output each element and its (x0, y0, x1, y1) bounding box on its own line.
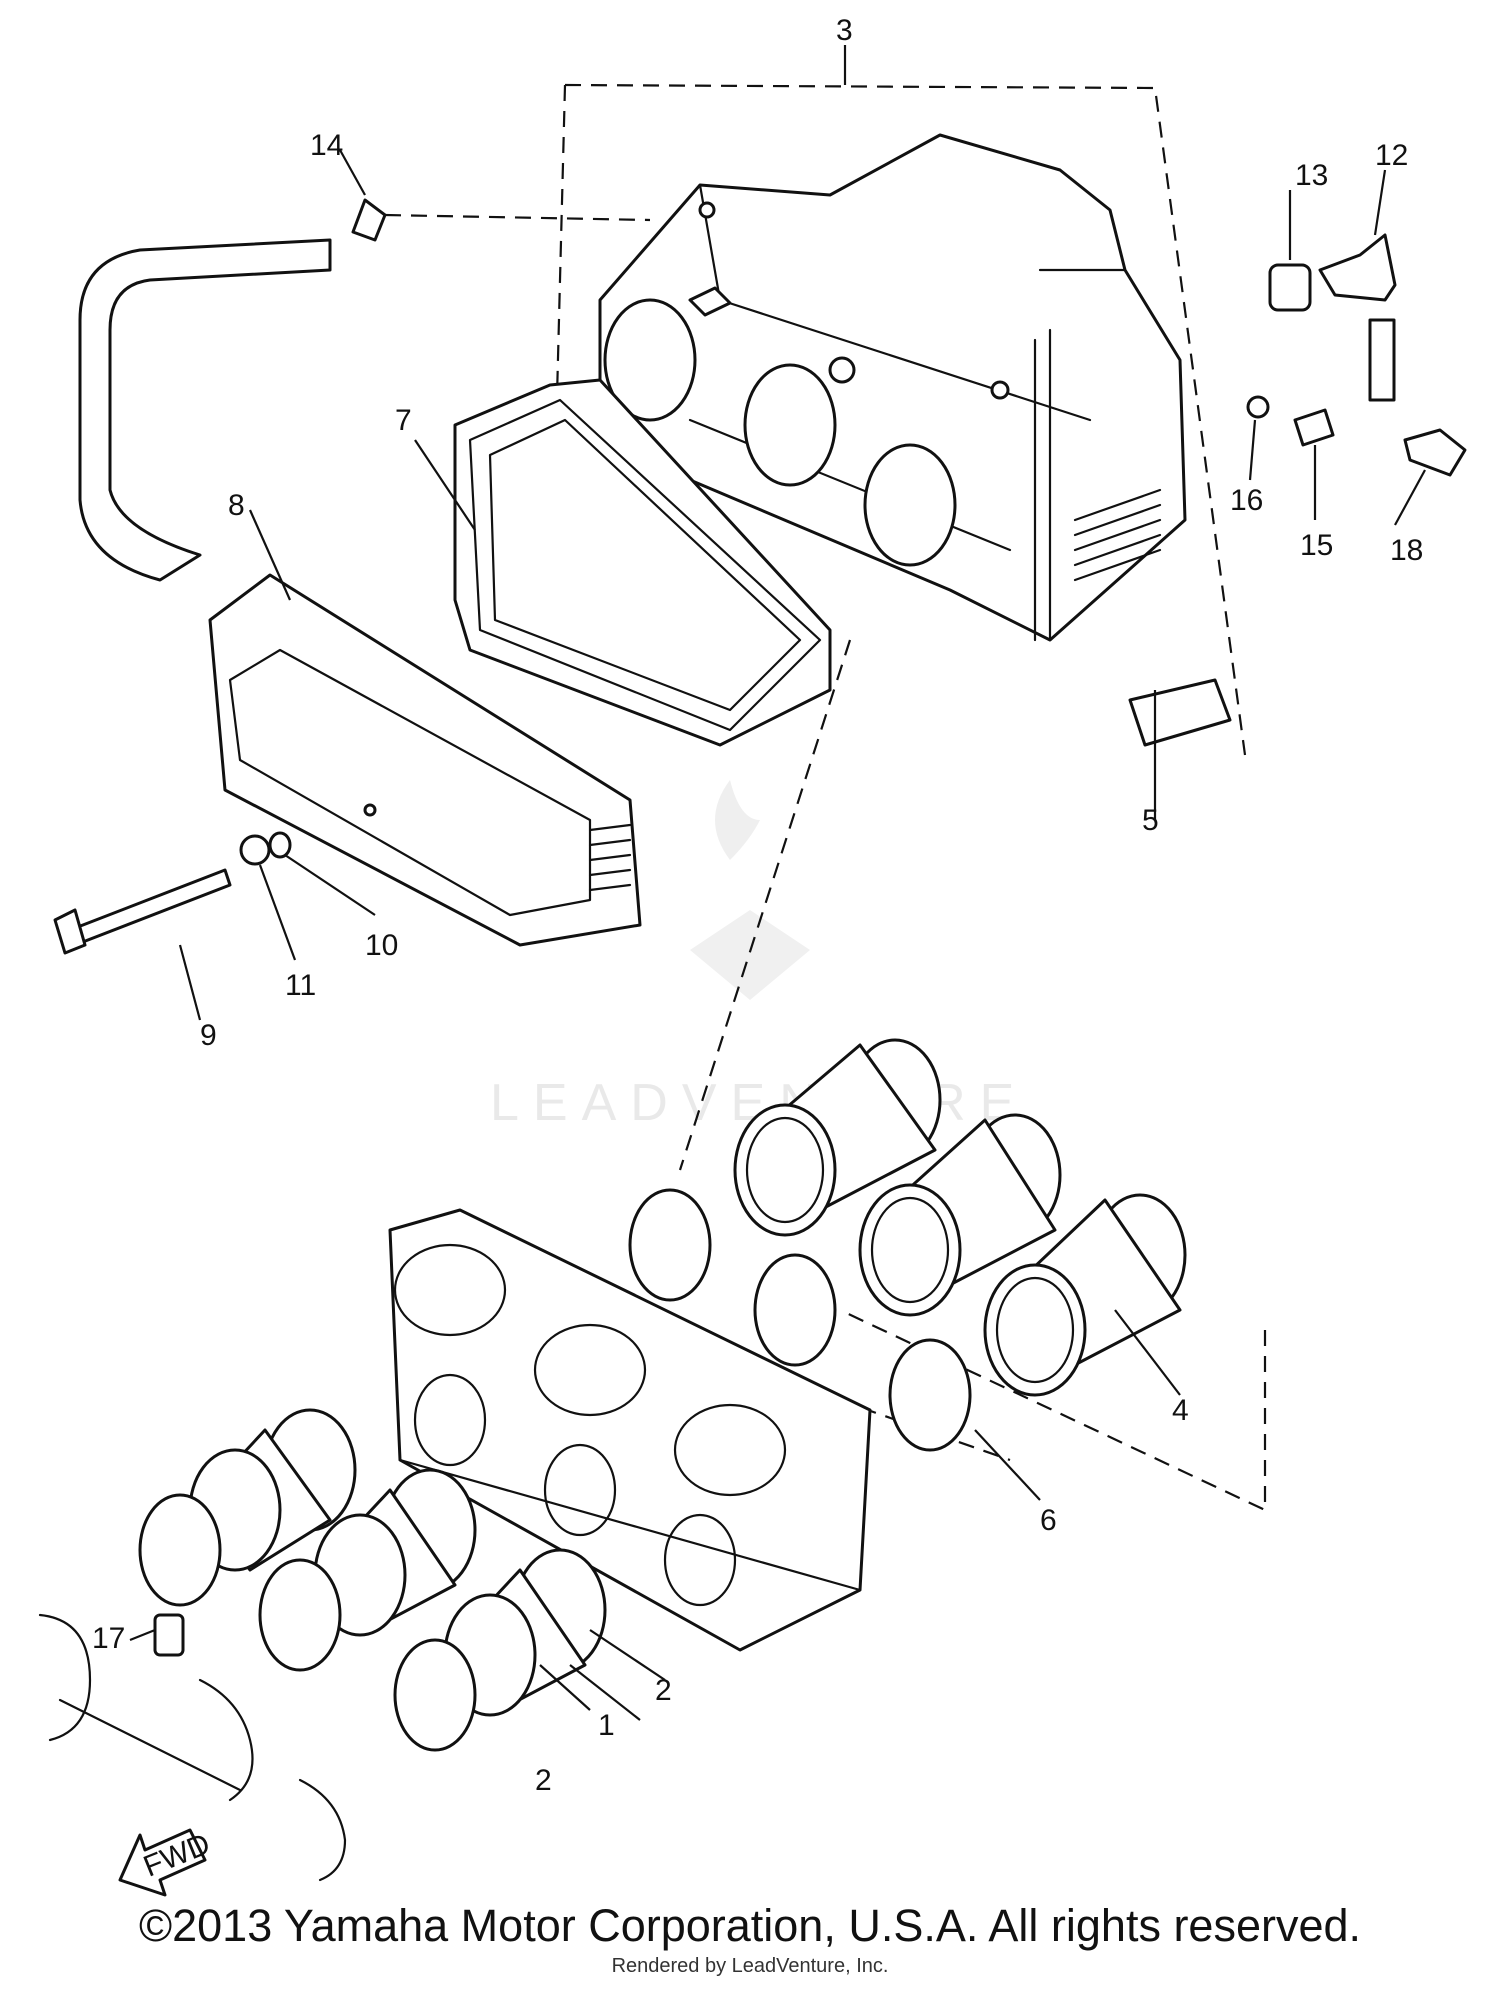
cover-vent-lines (588, 823, 632, 892)
callout-12: 12 (1375, 139, 1408, 172)
case-vent-lines (1073, 488, 1162, 582)
hose-12-tube (1368, 318, 1396, 402)
callout-14: 14 (310, 129, 343, 162)
washer-16 (1246, 395, 1270, 419)
wing-bolt-9 (68, 868, 232, 947)
fwd-arrow: FWD (118, 1827, 215, 1897)
intake-tube-b (858, 1113, 1062, 1317)
carb-joints (138, 1408, 607, 1752)
carburetor-assembly (388, 1208, 872, 1652)
breather-hose (78, 198, 387, 582)
callout-17: 17 (92, 1622, 125, 1655)
callout-7: 7 (395, 404, 412, 437)
callout-1: 1 (598, 1709, 615, 1742)
hose-clamp-14 (351, 198, 387, 242)
callout-9: 9 (200, 1019, 217, 1052)
carb-joint-a (138, 1408, 357, 1607)
clamp-6a (628, 1188, 712, 1302)
cap-13 (1268, 263, 1312, 312)
copyright-notice: ©2013 Yamaha Motor Corporation, U.S.A. A… (138, 1900, 1362, 1951)
rendered-by-notice: Rendered by LeadVenture, Inc. (611, 1955, 889, 1977)
small-parts-right (1128, 233, 1467, 747)
intake-tube-c (983, 1193, 1187, 1397)
air-filter-cover (208, 573, 642, 947)
intake-tubes (733, 1038, 1187, 1397)
clamp-6c (888, 1338, 972, 1452)
case-port-1 (603, 298, 697, 422)
block-5 (1128, 678, 1232, 747)
callout-2-lower: 2 (535, 1764, 552, 1797)
hose-clamps (628, 1188, 972, 1452)
callout-10: 10 (365, 929, 398, 962)
callouts: 1 2 2 3 4 5 6 7 8 9 10 11 12 13 14 15 16… (92, 14, 1423, 1797)
hose-12 (1318, 233, 1397, 302)
callout-4: 4 (1172, 1394, 1189, 1427)
callout-5: 5 (1142, 804, 1159, 837)
case-port-2 (743, 363, 837, 487)
callout-11: 11 (285, 969, 316, 1002)
washer-10 (268, 831, 292, 859)
callout-2-upper: 2 (655, 1674, 672, 1707)
callout-8: 8 (228, 489, 245, 522)
callout-15: 15 (1300, 529, 1333, 562)
washer-11 (239, 834, 271, 866)
callout-3: 3 (836, 14, 853, 47)
callout-6: 6 (1040, 1504, 1057, 1537)
fastener-parts (53, 831, 292, 955)
intake-tube-a (733, 1038, 942, 1237)
carb-joint-b (258, 1468, 477, 1672)
leader-lines (129, 45, 1426, 1721)
part-17-area (38, 1613, 347, 1882)
clip-18 (1403, 428, 1467, 477)
callout-16: 16 (1230, 484, 1263, 517)
air-filter-case (598, 133, 1187, 642)
case-port-3 (863, 443, 957, 567)
air-filter-element (453, 378, 832, 747)
clamp-6b (753, 1253, 837, 1367)
cap-17 (153, 1613, 185, 1657)
callout-13: 13 (1295, 159, 1328, 192)
callout-18: 18 (1390, 534, 1423, 567)
bolt-15 (1293, 408, 1335, 447)
